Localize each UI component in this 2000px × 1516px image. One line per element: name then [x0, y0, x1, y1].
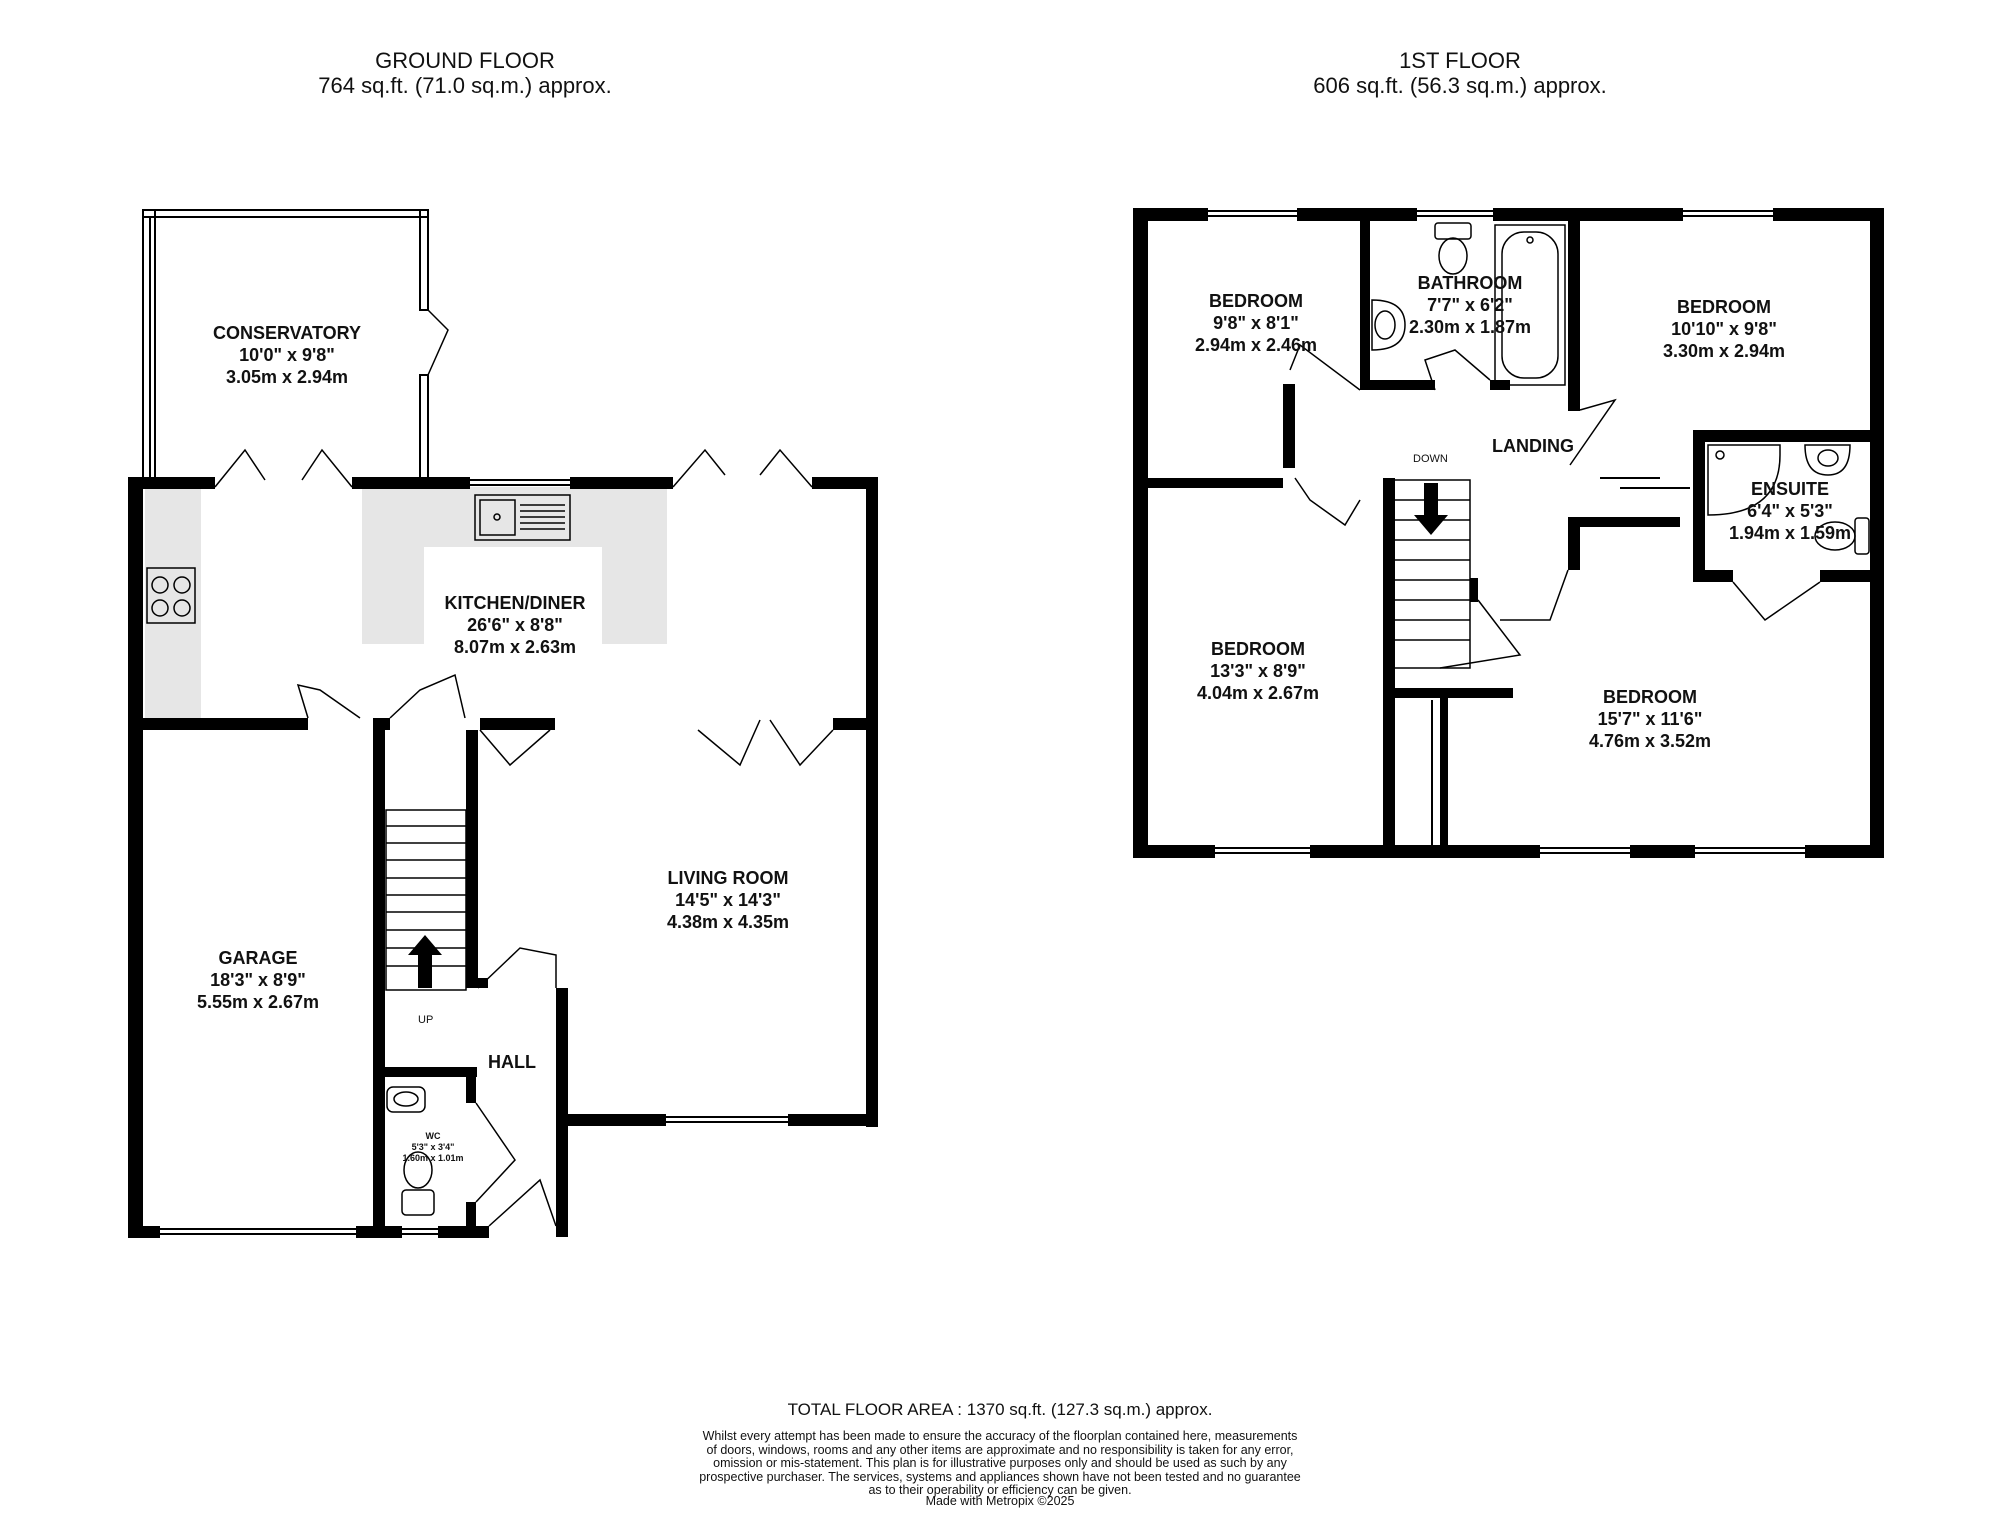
sink-icon	[474, 494, 571, 541]
bedroom3-imperial: 13'3" x 8'9"	[1210, 661, 1306, 681]
ensuite-basin-icon	[1804, 444, 1851, 476]
kitchen-imperial: 26'6" x 8'8"	[467, 615, 563, 635]
total-floor-area: TOTAL FLOOR AREA : 1370 sq.ft. (127.3 sq…	[787, 1400, 1213, 1419]
ground-floor-area: 764 sq.ft. (71.0 sq.m.) approx.	[318, 73, 612, 98]
living-room-imperial: 14'5" x 14'3"	[675, 890, 781, 910]
first-floor-plan	[1133, 208, 1884, 858]
hall-label: HALL	[488, 1051, 536, 1073]
ensuite-toilet-icon	[1814, 517, 1870, 555]
bathroom-name: BATHROOM	[1417, 273, 1523, 293]
hall-name: HALL	[488, 1052, 536, 1072]
bathroom-basin-icon	[1371, 299, 1406, 351]
disclaimer: Whilst every attempt has been made to en…	[0, 1429, 2000, 1498]
bedroom3-label: BEDROOM 13'3" x 8'9" 4.04m x 2.67m	[1197, 638, 1319, 704]
disclaimer-line: of doors, windows, rooms and any other i…	[706, 1442, 1294, 1457]
wc-name: WC	[425, 1131, 441, 1141]
bedroom2-imperial: 10'10" x 9'8"	[1671, 319, 1777, 339]
bedroom4-metric: 4.76m x 3.52m	[1588, 731, 1712, 751]
stair-up-label: UP	[418, 1014, 434, 1026]
disclaimer-line: as to their operability or efficiency ca…	[868, 1483, 1132, 1497]
ensuite-metric: 1.94m x 1.59m	[1728, 523, 1852, 543]
wc-imperial: 5'3" x 3'4"	[411, 1142, 455, 1152]
down-arrow-icon	[1414, 483, 1448, 535]
disclaimer-line: Whilst every attempt has been made to en…	[702, 1429, 1298, 1443]
bathroom-label: BATHROOM 7'7" x 6'2" 2.30m x 1.87m	[1409, 272, 1531, 338]
bedroom4-imperial: 15'7" x 11'6"	[1597, 709, 1703, 729]
up-arrow-icon	[408, 935, 442, 988]
garage-imperial: 18'3" x 8'9"	[210, 970, 306, 990]
bathroom-toilet-icon	[1434, 222, 1472, 275]
living-room-metric: 4.38m x 4.35m	[666, 912, 790, 932]
wc-fixtures-icon	[386, 1086, 435, 1216]
conservatory-imperial: 10'0" x 9'8"	[239, 345, 335, 365]
kitchen-label: KITCHEN/DINER 26'6" x 8'8" 8.07m x 2.63m	[444, 592, 585, 658]
bedroom1-metric: 2.94m x 2.46m	[1194, 335, 1318, 355]
bedroom1-name: BEDROOM	[1209, 291, 1303, 311]
bedroom2-name: BEDROOM	[1677, 297, 1771, 317]
disclaimer-line: omission or mis-statement. This plan is …	[713, 1456, 1287, 1470]
ground-floor-plan	[128, 209, 878, 1238]
bedroom2-metric: 3.30m x 2.94m	[1662, 341, 1786, 361]
first-floor-header: 1ST FLOOR 606 sq.ft. (56.3 sq.m.) approx…	[1210, 48, 1710, 98]
bathroom-metric: 2.30m x 1.87m	[1408, 317, 1532, 337]
first-floor-title: 1ST FLOOR	[1399, 48, 1521, 73]
bath-icon	[1494, 224, 1566, 386]
landing-label: LANDING	[1492, 435, 1574, 457]
garage-metric: 5.55m x 2.67m	[196, 992, 320, 1012]
bedroom4-name: BEDROOM	[1603, 687, 1697, 707]
stair-down-label: DOWN	[1413, 453, 1448, 465]
wc-label: WC 5'3" x 3'4" 1.60m x 1.01m	[402, 1131, 463, 1164]
ensuite-name: ENSUITE	[1750, 479, 1829, 499]
bedroom3-metric: 4.04m x 2.67m	[1196, 683, 1320, 703]
bedroom3-name: BEDROOM	[1211, 639, 1305, 659]
bedroom4-label: BEDROOM 15'7" x 11'6" 4.76m x 3.52m	[1589, 686, 1711, 752]
kitchen-counter-left-return	[362, 547, 424, 644]
garage-label: GARAGE 18'3" x 8'9" 5.55m x 2.67m	[197, 947, 319, 1013]
kitchen-metric: 8.07m x 2.63m	[453, 637, 577, 657]
bedroom1-imperial: 9'8" x 8'1"	[1213, 313, 1299, 333]
hob-icon	[146, 567, 196, 624]
landing-name: LANDING	[1492, 436, 1574, 456]
made-with-credit: Made with Metropix ©2025	[925, 1494, 1075, 1508]
bedroom2-label: BEDROOM 10'10" x 9'8" 3.30m x 2.94m	[1663, 296, 1785, 362]
ground-floor-title: GROUND FLOOR	[375, 48, 555, 73]
bedroom1-label: BEDROOM 9'8" x 8'1" 2.94m x 2.46m	[1195, 290, 1317, 356]
shower-icon	[1707, 444, 1781, 516]
living-room-name: LIVING ROOM	[667, 868, 789, 888]
conservatory-label: CONSERVATORY 10'0" x 9'8" 3.05m x 2.94m	[213, 322, 361, 388]
wc-metric: 1.60m x 1.01m	[402, 1153, 464, 1163]
bathroom-imperial: 7'7" x 6'2"	[1427, 295, 1513, 315]
garage-name: GARAGE	[218, 948, 298, 968]
kitchen-counter-right-return	[602, 547, 667, 644]
conservatory-name: CONSERVATORY	[212, 323, 362, 343]
first-floor-area: 606 sq.ft. (56.3 sq.m.) approx.	[1313, 73, 1607, 98]
ensuite-imperial: 6'4" x 5'3"	[1747, 501, 1833, 521]
ground-floor-header: GROUND FLOOR 764 sq.ft. (71.0 sq.m.) app…	[215, 48, 715, 98]
ensuite-label: ENSUITE 6'4" x 5'3" 1.94m x 1.59m	[1729, 478, 1851, 544]
kitchen-name: KITCHEN/DINER	[444, 593, 586, 613]
living-room-label: LIVING ROOM 14'5" x 14'3" 4.38m x 4.35m	[667, 867, 789, 933]
disclaimer-line: prospective purchaser. The services, sys…	[699, 1469, 1301, 1484]
conservatory-metric: 3.05m x 2.94m	[225, 367, 349, 387]
